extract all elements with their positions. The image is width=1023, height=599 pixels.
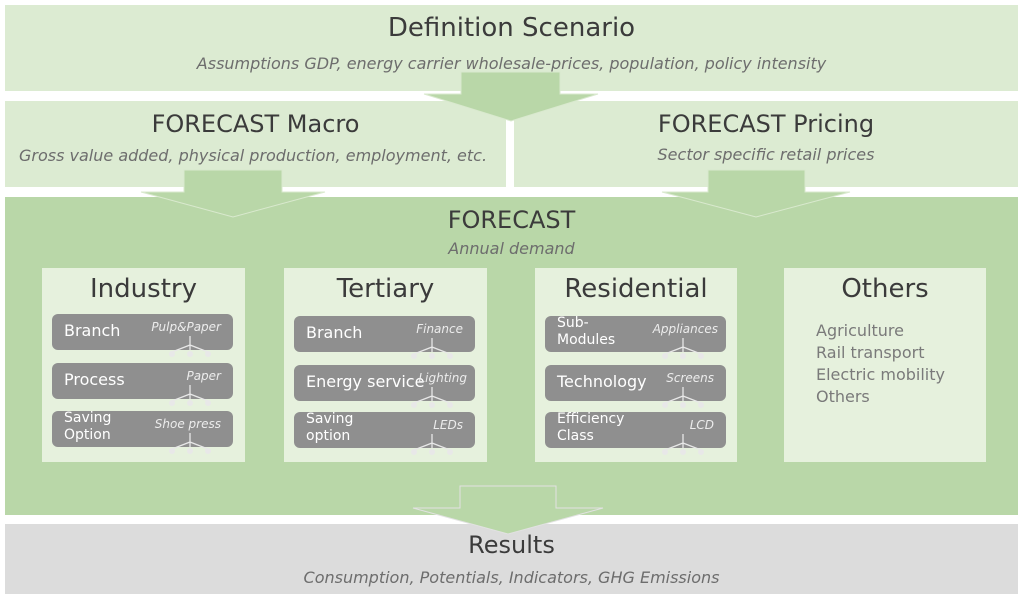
pill-example: Screens <box>666 371 714 385</box>
residential-efficiency-class-pill: Efficiency Class LCD <box>545 411 726 455</box>
results-band: Results Consumption, Potentials, Indicat… <box>5 524 1018 594</box>
definition-scenario-band: Definition Scenario Assumptions GDP, ene… <box>5 5 1018 91</box>
forecast-macro-subtitle: Gross value added, physical production, … <box>19 146 488 165</box>
pill-label: Technology <box>557 372 647 391</box>
tree-icon <box>662 387 704 408</box>
residential-technology-pill: Technology Screens <box>545 365 726 408</box>
pill-label: Process <box>64 370 125 389</box>
pill-example: Finance <box>416 322 463 336</box>
tertiary-energy-service-pill: Energy service Lighting <box>294 365 475 408</box>
tree-icon <box>662 338 704 359</box>
tree-icon <box>411 387 453 408</box>
residential-panel: Residential Sub- Modules Appliances Tech… <box>535 268 737 462</box>
forecast-macro-title: FORECAST Macro <box>151 110 360 138</box>
pill-label: Sub- Modules <box>557 315 616 348</box>
industry-process-pill: Process Paper <box>52 363 233 406</box>
results-subtitle: Consumption, Potentials, Indicators, GHG… <box>303 568 720 587</box>
industry-saving-option-pill: Saving Option Shoe press <box>52 410 233 454</box>
others-list: Agriculture Rail transport Electric mobi… <box>816 320 945 408</box>
forecast-pricing-title: FORECAST Pricing <box>657 110 875 138</box>
pill-label: Energy service <box>306 372 425 391</box>
tree-icon <box>169 385 211 406</box>
pill-example: Shoe press <box>154 417 221 431</box>
tree-icon <box>169 433 211 454</box>
industry-title: Industry <box>90 274 197 304</box>
list-item: Agriculture <box>816 321 904 340</box>
definition-scenario-subtitle: Assumptions GDP, energy carrier wholesal… <box>196 54 827 73</box>
results-title: Results <box>468 531 555 559</box>
industry-panel: Industry Branch Pulp&Paper Process Paper… <box>42 268 245 462</box>
tree-icon <box>662 434 704 455</box>
definition-scenario-title: Definition Scenario <box>387 13 636 43</box>
pill-example: Lighting <box>418 371 467 385</box>
pill-example: Paper <box>186 369 221 383</box>
tree-icon <box>411 338 453 359</box>
pill-example: Appliances <box>652 322 718 336</box>
forecast-pricing-band: FORECAST Pricing Sector specific retail … <box>514 101 1018 187</box>
pill-label: Saving option <box>306 411 354 444</box>
pill-label: Branch <box>306 323 363 342</box>
list-item: Others <box>816 387 870 406</box>
tertiary-panel: Tertiary Branch Finance Energy service L… <box>284 268 487 462</box>
industry-branch-pill: Branch Pulp&Paper <box>52 314 233 357</box>
pill-example: LEDs <box>433 418 463 432</box>
residential-sub-modules-pill: Sub- Modules Appliances <box>545 315 726 359</box>
pill-label: Efficiency Class <box>557 411 625 444</box>
list-item: Rail transport <box>816 343 925 362</box>
pill-example: Pulp&Paper <box>151 320 221 334</box>
list-item: Electric mobility <box>816 365 945 384</box>
pill-label: Branch <box>64 321 121 340</box>
tertiary-title: Tertiary <box>336 274 435 304</box>
tertiary-saving-option-pill: Saving option LEDs <box>294 411 475 455</box>
pill-example: LCD <box>689 418 714 432</box>
forecast-subtitle: Annual demand <box>448 239 575 258</box>
forecast-macro-band: FORECAST Macro Gross value added, physic… <box>5 101 506 187</box>
tree-icon <box>169 336 211 357</box>
tertiary-branch-pill: Branch Finance <box>294 316 475 359</box>
others-panel: Others Agriculture Rail transport Electr… <box>784 268 986 462</box>
others-title: Others <box>841 274 929 304</box>
residential-title: Residential <box>564 274 708 304</box>
pill-label: Saving Option <box>64 410 112 443</box>
forecast-pricing-subtitle: Sector specific retail prices <box>657 145 875 164</box>
forecast-title: FORECAST <box>447 206 576 234</box>
tree-icon <box>411 434 453 455</box>
